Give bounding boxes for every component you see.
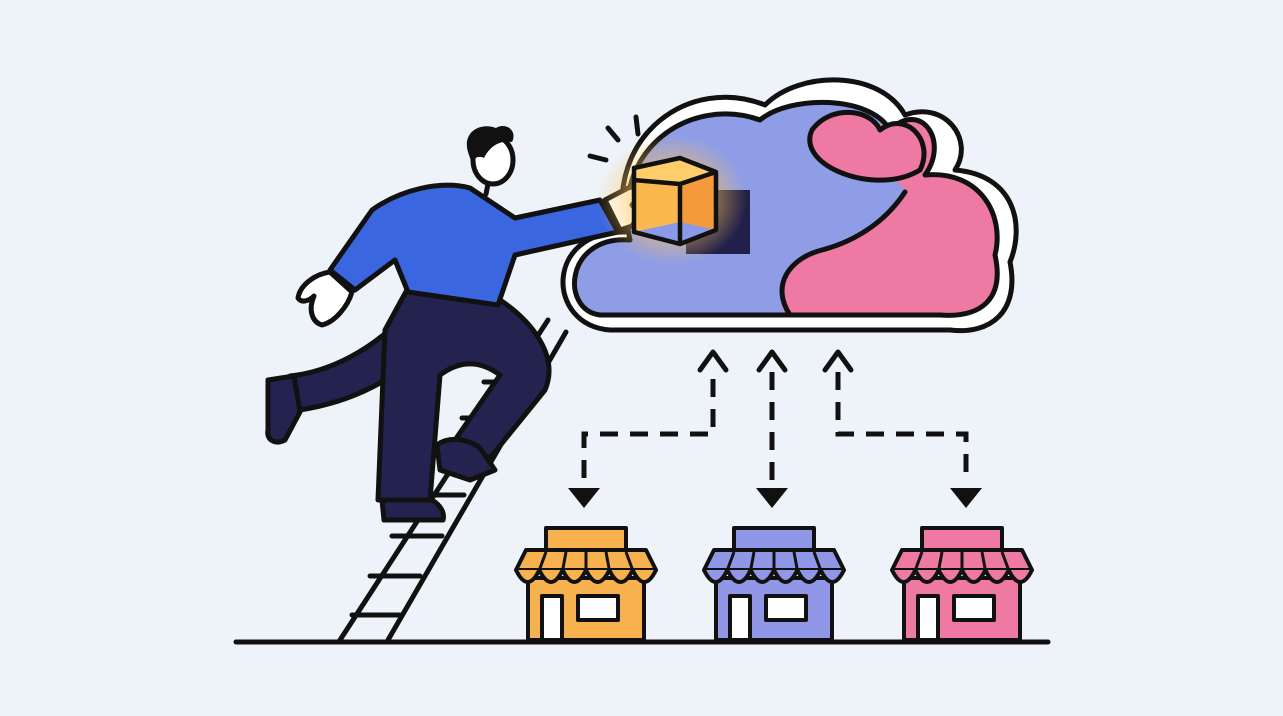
arrow-up-icon (697, 349, 729, 373)
arrow-down-icon (756, 488, 788, 508)
person-back-shoe (265, 373, 303, 445)
arrow-down-icon (950, 488, 982, 508)
person-shirt (327, 182, 621, 308)
arrow-down-icon (568, 488, 600, 508)
cloud-pink-lobe (807, 109, 927, 183)
storefront-icon (890, 526, 1034, 642)
person-hair (466, 125, 514, 164)
person-front-shoe (434, 436, 498, 483)
storefront-icon (514, 526, 658, 642)
sync-arrows (568, 349, 982, 508)
arrow-up-icon (756, 349, 788, 373)
person-left-hand (295, 269, 355, 328)
stores (514, 526, 1034, 642)
package-box-icon (587, 114, 747, 265)
person-icon (265, 125, 643, 523)
person-back-foot (379, 497, 446, 523)
arrow-up-icon (822, 349, 854, 373)
storefront-icon (702, 526, 846, 642)
cloud-icon (560, 77, 1019, 334)
